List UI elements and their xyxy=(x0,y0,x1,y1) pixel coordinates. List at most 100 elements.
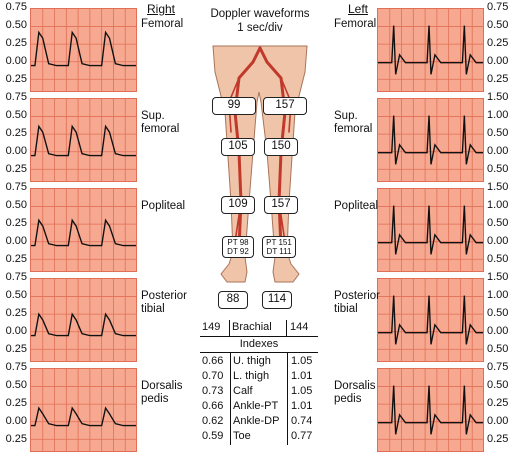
right-vessel-label: Sup. femoral xyxy=(141,110,180,135)
right-tick: 0.50 xyxy=(5,379,27,391)
right-tick: 0.00 xyxy=(5,235,27,247)
right-vessel-label: Femoral xyxy=(141,18,184,30)
right-waveform-panel xyxy=(30,278,137,362)
right-tick: 0.75 xyxy=(5,91,27,103)
left-vessel-label: Sup. femoral xyxy=(334,110,373,135)
left-vessel-label: Femoral xyxy=(334,18,377,30)
right-tick: 0.50 xyxy=(5,109,27,121)
left-tick: 0.00 xyxy=(487,55,509,67)
index-row: 0.59 Toe 0.77 xyxy=(200,429,318,443)
index-left: 1.01 xyxy=(291,370,313,382)
right-waveform-panel xyxy=(30,98,137,182)
index-label: U. thigh xyxy=(233,355,271,367)
left-tick: 1.00 xyxy=(487,289,509,301)
index-left: 0.77 xyxy=(291,430,313,442)
chart-title: Doppler waveforms 1 sec/div xyxy=(190,7,330,35)
pressure-left-calf: 157 xyxy=(264,196,298,214)
right-tick: 0.50 xyxy=(5,199,27,211)
index-right: 0.66 xyxy=(202,400,224,412)
left-waveform-panel xyxy=(377,368,484,452)
index-right: 0.70 xyxy=(202,370,224,382)
title-line-1: Doppler waveforms xyxy=(210,8,310,20)
brachial-row: 149 Brachial 144 xyxy=(200,320,318,334)
brachial-left: 144 xyxy=(290,321,309,333)
right-tick: 0.25 xyxy=(5,343,27,355)
indexes-divider xyxy=(200,352,318,353)
index-label: Toe xyxy=(233,430,251,442)
left-tick: 0.50 xyxy=(487,343,509,355)
pressure-right-lower-thigh: 105 xyxy=(221,138,255,156)
pressure-left-ankle: PT 151 DT 111 xyxy=(262,236,296,258)
left-tick: 0.25 xyxy=(487,397,509,409)
pressure-left-upper-thigh: 157 xyxy=(263,97,307,115)
left-waveform-panel xyxy=(377,188,484,272)
left-vessel-label: Popliteal xyxy=(334,200,379,212)
right-vessel-label: Posterior tibial xyxy=(141,290,188,315)
left-tick: 0.75 xyxy=(487,361,509,373)
pressure-left-toe: 114 xyxy=(262,291,292,309)
right-tick: 0.25 xyxy=(5,217,27,229)
right-waveform-panel xyxy=(30,8,137,92)
left-waveform-panel xyxy=(377,8,484,92)
indexes-col-divider-right xyxy=(287,353,288,445)
left-tick: 0.25 xyxy=(487,433,509,445)
right-tick: 0.25 xyxy=(5,37,27,49)
left-tick: 0.00 xyxy=(487,235,509,247)
pressure-right-ankle: PT 98 DT 92 xyxy=(222,236,254,258)
left-heading: Left xyxy=(348,2,369,16)
left-waveform-panel xyxy=(377,98,484,182)
pressure-right-upper-thigh: 99 xyxy=(212,97,256,115)
right-tick: 0.25 xyxy=(5,253,27,265)
right-tick: 0.25 xyxy=(5,73,27,85)
right-waveform-panel xyxy=(30,188,137,272)
index-row: 0.66 Ankle-PT 1.01 xyxy=(200,399,318,413)
index-row: 0.62 Ankle-DP 0.74 xyxy=(200,414,318,428)
right-tick: 0.75 xyxy=(5,1,27,13)
index-right: 0.66 xyxy=(202,355,224,367)
left-ankle-pt: PT 151 xyxy=(266,238,292,247)
index-label: Ankle-PT xyxy=(233,400,279,412)
left-tick: 0.25 xyxy=(487,37,509,49)
right-tick: 0.25 xyxy=(5,307,27,319)
right-tick: 0.75 xyxy=(5,181,27,193)
title-line-2: 1 sec/div xyxy=(237,22,283,34)
left-tick: 1.50 xyxy=(487,91,509,103)
index-right: 0.62 xyxy=(202,415,224,427)
left-tick: 1.50 xyxy=(487,181,509,193)
left-tick: 0.50 xyxy=(487,217,509,229)
right-tick: 0.00 xyxy=(5,415,27,427)
left-tick: 0.00 xyxy=(487,325,509,337)
pressure-left-lower-thigh: 150 xyxy=(264,138,298,156)
left-tick: 1.50 xyxy=(487,271,509,283)
index-right: 0.59 xyxy=(202,430,224,442)
right-tick: 0.00 xyxy=(5,55,27,67)
index-label: Calf xyxy=(233,385,253,397)
index-label: Ankle-DP xyxy=(233,415,280,427)
left-tick: 0.50 xyxy=(487,19,509,31)
left-tick: 0.50 xyxy=(487,379,509,391)
index-left: 1.01 xyxy=(291,400,313,412)
left-tick: 0.75 xyxy=(487,1,509,13)
right-heading: Right xyxy=(147,2,176,16)
left-tick: 0.50 xyxy=(487,307,509,319)
brachial-label: Brachial xyxy=(232,321,272,333)
left-tick: 0.25 xyxy=(487,73,509,85)
index-left: 0.74 xyxy=(291,415,313,427)
right-tick: 0.50 xyxy=(5,19,27,31)
right-tick: 0.25 xyxy=(5,397,27,409)
indexes-heading: Indexes xyxy=(239,338,279,350)
left-vessel-label: Dorsalis pedis xyxy=(334,380,376,405)
right-tick: 0.25 xyxy=(5,163,27,175)
right-tick: 0.50 xyxy=(5,289,27,301)
left-tick: 0.00 xyxy=(487,415,509,427)
left-tick: 0.50 xyxy=(487,127,509,139)
brachial-right: 149 xyxy=(202,321,221,333)
right-tick: 0.75 xyxy=(5,361,27,373)
table-divider xyxy=(200,336,318,337)
index-label: L. thigh xyxy=(233,370,270,382)
index-right: 0.73 xyxy=(202,385,224,397)
brachial-divider-right xyxy=(286,320,287,336)
indexes-col-divider-left xyxy=(230,353,231,445)
